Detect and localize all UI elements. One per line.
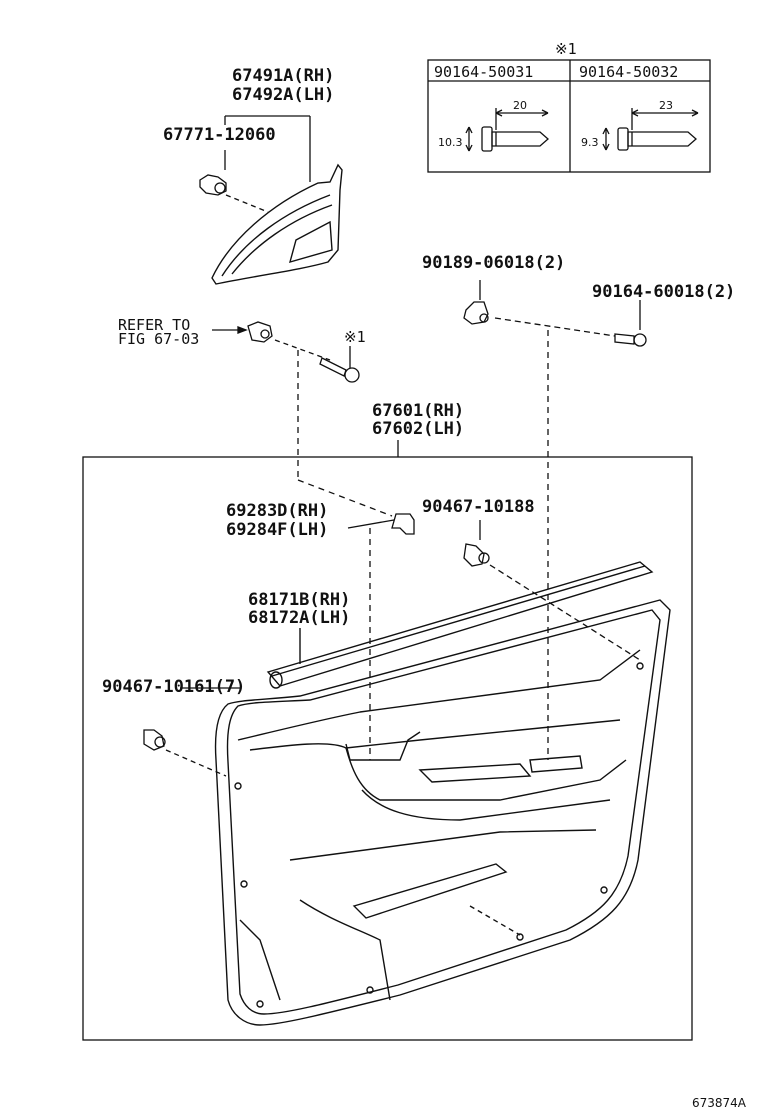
label-69283d: 69283D(RH) [226,501,329,521]
dim-50032-length: 23 [659,99,673,112]
clip-50032-drawing [602,108,699,151]
label-68172a: 68172A(LH) [248,608,351,628]
label-90467-10161: 90467-10161(7) [102,677,246,697]
label-90189: 90189-06018(2) [422,253,566,273]
diagram-code: 673874A [692,1096,747,1110]
table-header-50031: 90164-50031 [434,63,534,81]
dim-50031-diameter: 10.3 [438,136,463,149]
label-69284f: 69284F(LH) [226,520,329,540]
clip-90467-10161-drawing [143,687,240,777]
label-67492a: 67492A(LH) [232,85,335,105]
belt-moulding-drawing [266,561,654,689]
label-68171b: 68171B(RH) [248,590,351,610]
clip-67771-drawing [199,174,269,213]
label-67601: 67601(RH) [372,401,465,421]
clip-69283-drawing [347,513,415,760]
door-trim-frame [82,456,693,1041]
table-header-50032: 90164-50032 [579,63,679,81]
corner-garnish-drawing [211,163,343,285]
label-refer-to: REFER TO [118,316,191,334]
note-mark: ※1 [555,40,577,58]
screw-note-mark: ※1 [344,328,366,346]
label-67771: 67771-12060 [163,125,276,145]
screw-90164-drawing [614,300,647,347]
clip-90467-10188-drawing [463,520,641,661]
label-90467-10188: 90467-10188 [422,497,535,517]
clip-refer-drawing [212,321,331,361]
clip-90189-drawing [463,280,616,337]
clip-50031-drawing [465,108,549,152]
label-67602: 67602(LH) [372,419,465,439]
label-refer-fig: FIG 67-03 [118,330,200,348]
spec-table-frame [427,59,711,173]
label-90164: 90164-60018(2) [592,282,736,302]
door-trim-panel-drawing [214,599,671,1026]
dim-50032-diameter: 9.3 [581,136,599,149]
screw-mark-drawing [319,346,360,383]
label-67491a: 67491A(RH) [232,66,335,86]
dim-50031-length: 20 [513,99,527,112]
